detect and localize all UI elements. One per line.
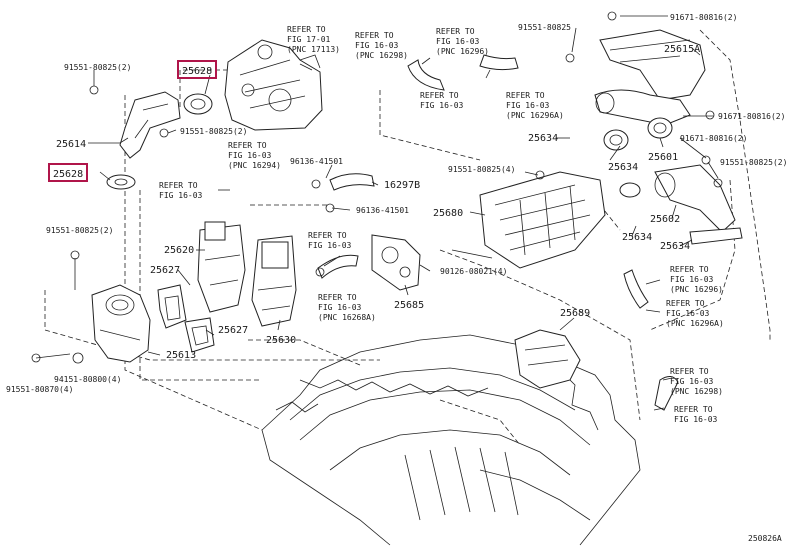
- part-number-25634-b[interactable]: 25634: [608, 162, 638, 173]
- refer-5-line3: (PNC 16296A): [506, 111, 564, 120]
- bolt-label-h[interactable]: 94151-80800(4): [54, 375, 121, 384]
- refer-12-line3: (PNC 16298): [670, 387, 723, 396]
- part-number-25685[interactable]: 25685: [394, 300, 424, 311]
- refer-2-line1: REFER TO: [355, 31, 394, 40]
- figure-id: 250826A: [748, 534, 782, 543]
- refer-11-line3: (PNC 16296A): [666, 319, 724, 328]
- refer-label-12[interactable]: REFER TO FIG 16-03 (PNC 16298): [670, 367, 723, 396]
- refer-1-line3: (PNC 17113): [287, 45, 340, 54]
- bolt-label-d[interactable]: 91551-80825: [518, 23, 571, 32]
- part-number-25601[interactable]: 25601: [648, 152, 678, 163]
- refer-13-line2: FIG 16-03: [674, 415, 718, 424]
- refer-1-line2: FIG 17-01: [287, 35, 331, 44]
- refer-10-line1: REFER TO: [670, 265, 709, 274]
- part-number-25680[interactable]: 25680: [433, 208, 463, 219]
- refer-5-line2: FIG 16-03: [506, 101, 550, 110]
- refer-label-2[interactable]: REFER TO FIG 16-03 (PNC 16298): [355, 31, 408, 60]
- refer-8-line1: REFER TO: [308, 231, 347, 240]
- bolt-label-j[interactable]: 91671-80816(2): [718, 112, 785, 121]
- part-number-25602[interactable]: 25602: [650, 214, 680, 225]
- refer-8-line2: FIG 16-03: [308, 241, 352, 250]
- egr-housing-top-illustration: [224, 39, 323, 131]
- bolt-label-k[interactable]: 91671-80816(2): [680, 134, 747, 143]
- refer-3-line1: REFER TO: [436, 27, 475, 36]
- bolt-label-c[interactable]: 91551-80825(2): [46, 226, 113, 235]
- refer-2-line3: (PNC 16298): [355, 51, 408, 60]
- refer-2-line2: FIG 16-03: [355, 41, 399, 50]
- refer-3-line2: FIG 16-03: [436, 37, 480, 46]
- part-number-25630[interactable]: 25630: [266, 335, 296, 346]
- refer-1-line1: REFER TO: [287, 25, 326, 34]
- refer-label-11[interactable]: REFER TO FIG 16-03 (PNC 16296A): [666, 299, 724, 328]
- refer-12-line2: FIG 16-03: [670, 377, 714, 386]
- refer-label-13[interactable]: REFER TO FIG 16-03: [674, 405, 718, 424]
- egr-cooler-25680-illustration: [451, 171, 606, 269]
- refer-12-line1: REFER TO: [670, 367, 709, 376]
- refer-label-8[interactable]: REFER TO FIG 16-03: [308, 231, 352, 250]
- highlight-box-25628-left: [48, 163, 88, 182]
- part-number-25634-d[interactable]: 25634: [660, 241, 690, 252]
- part-number-25689[interactable]: 25689: [560, 308, 590, 319]
- refer-7-line2: FIG 16-03: [159, 191, 203, 200]
- gasket-25685-illustration: [371, 234, 421, 291]
- egr-pipes-right-illustration: [594, 29, 743, 245]
- egr-valves-illustration: [197, 221, 297, 327]
- part-number-25627-b[interactable]: 25627: [218, 325, 248, 336]
- clip-label-a[interactable]: 96136-41501: [290, 157, 343, 166]
- bolt-label-f[interactable]: 91551-80825(2): [720, 158, 787, 167]
- refer-label-4[interactable]: REFER TO FIG 16-03: [420, 91, 464, 110]
- refer-13-line1: REFER TO: [674, 405, 713, 414]
- refer-10-line2: FIG 16-03: [670, 275, 714, 284]
- refer-6-line3: (PNC 16294): [228, 161, 281, 170]
- refer-6-line1: REFER TO: [228, 141, 267, 150]
- hoses-illustration: [311, 54, 679, 411]
- refer-6-line2: FIG 16-03: [228, 151, 272, 160]
- refer-10-line3: (PNC 16296): [670, 285, 723, 294]
- part-number-25634-c[interactable]: 25634: [622, 232, 652, 243]
- refer-4-line2: FIG 16-03: [420, 101, 464, 110]
- bolt-label-g[interactable]: 91551-80870(4): [6, 385, 73, 394]
- part-number-25615a[interactable]: 25615A: [664, 44, 700, 55]
- bolt-label-e[interactable]: 91551-80825(4): [448, 165, 515, 174]
- refer-label-9[interactable]: REFER TO FIG 16-03 (PNC 16268A): [318, 293, 376, 322]
- gaskets-25627-illustration: [157, 284, 215, 353]
- refer-label-10[interactable]: REFER TO FIG 16-03 (PNC 16296): [670, 265, 723, 294]
- bolt-label-i[interactable]: 91671-80816(2): [670, 13, 737, 22]
- part-number-25627-a[interactable]: 25627: [150, 265, 180, 276]
- refer-9-line2: FIG 16-03: [318, 303, 362, 312]
- pipe-25614-illustration: [106, 91, 213, 190]
- refer-9-line1: REFER TO: [318, 293, 357, 302]
- refer-label-1[interactable]: REFER TO FIG 17-01 (PNC 17113): [287, 25, 340, 54]
- egr-adapter-25613-illustration: [31, 250, 151, 364]
- part-number-25628-top[interactable]: 25628: [182, 66, 212, 77]
- refer-5-line1: REFER TO: [506, 91, 545, 100]
- part-number-16297b[interactable]: 16297B: [384, 180, 420, 191]
- part-number-25620[interactable]: 25620: [164, 245, 194, 256]
- refer-7-line1: REFER TO: [159, 181, 198, 190]
- refer-label-7[interactable]: REFER TO FIG 16-03: [159, 181, 203, 200]
- refer-11-line2: FIG 16-03: [666, 309, 710, 318]
- bracket-25689-illustration: [514, 329, 581, 389]
- bolt-label-a[interactable]: 91551-80825(2): [64, 63, 131, 72]
- part-number-25628-left[interactable]: 25628: [53, 169, 83, 180]
- refer-11-line1: REFER TO: [666, 299, 705, 308]
- clip-label-b[interactable]: 96136-41501: [356, 206, 409, 215]
- refer-label-5[interactable]: REFER TO FIG 16-03 (PNC 16296A): [506, 91, 564, 120]
- highlight-box-25628-top: [177, 60, 217, 79]
- refer-3-line3: (PNC 16296): [436, 47, 489, 56]
- stud-label[interactable]: 90126-08021(4): [440, 267, 507, 276]
- refer-label-6[interactable]: REFER TO FIG 16-03 (PNC 16294): [228, 141, 281, 170]
- label-leaders: [88, 15, 719, 411]
- part-number-25614[interactable]: 25614: [56, 139, 86, 150]
- refer-9-line3: (PNC 16268A): [318, 313, 376, 322]
- refer-label-3[interactable]: REFER TO FIG 16-03 (PNC 16296): [436, 27, 489, 56]
- refer-4-line1: REFER TO: [420, 91, 459, 100]
- engine-block-illustration: [261, 334, 641, 546]
- part-number-25634-a[interactable]: 25634: [528, 133, 558, 144]
- bolt-label-b[interactable]: 91551-80825(2): [180, 127, 247, 136]
- part-number-25613[interactable]: 25613: [166, 350, 196, 361]
